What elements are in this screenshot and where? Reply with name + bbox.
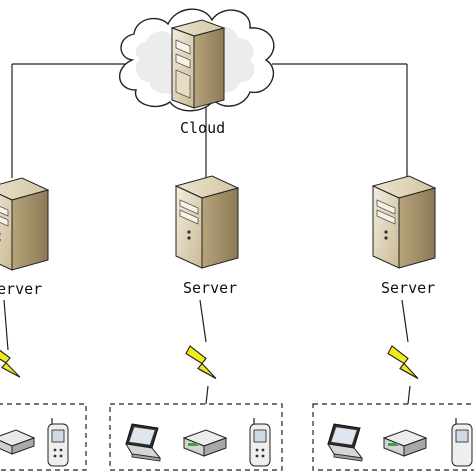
wireless-bolt-icon-center	[185, 345, 217, 380]
laptop-icon	[327, 423, 364, 462]
wireless-link-3	[401, 299, 409, 343]
wireless-bolt-icon-right	[387, 345, 419, 380]
server-icon-center	[175, 175, 239, 269]
wireless-link-2b	[205, 385, 209, 405]
server-label-right: Server	[381, 279, 435, 297]
server-label-left: Server	[0, 280, 42, 298]
server-icon-right	[372, 175, 436, 269]
router-icon	[182, 429, 228, 457]
mobile-phone-icon	[451, 418, 473, 467]
wireless-link-1	[3, 299, 9, 351]
device-group-right	[312, 403, 474, 471]
cloud-server-icon	[170, 19, 226, 109]
server-label-center: Server	[183, 279, 237, 297]
cloud-label: Cloud	[180, 119, 225, 137]
device-group-left	[0, 403, 87, 471]
wireless-bolt-icon-left	[0, 345, 21, 378]
mobile-phone-icon	[47, 418, 69, 467]
wireless-link-2	[199, 299, 207, 343]
server-icon-left	[0, 177, 49, 271]
laptop-icon	[125, 423, 162, 462]
router-icon	[382, 429, 428, 457]
wireless-link-3b	[407, 385, 411, 405]
device-group-center	[109, 403, 283, 471]
mobile-phone-icon	[249, 418, 271, 467]
router-icon	[0, 429, 36, 455]
